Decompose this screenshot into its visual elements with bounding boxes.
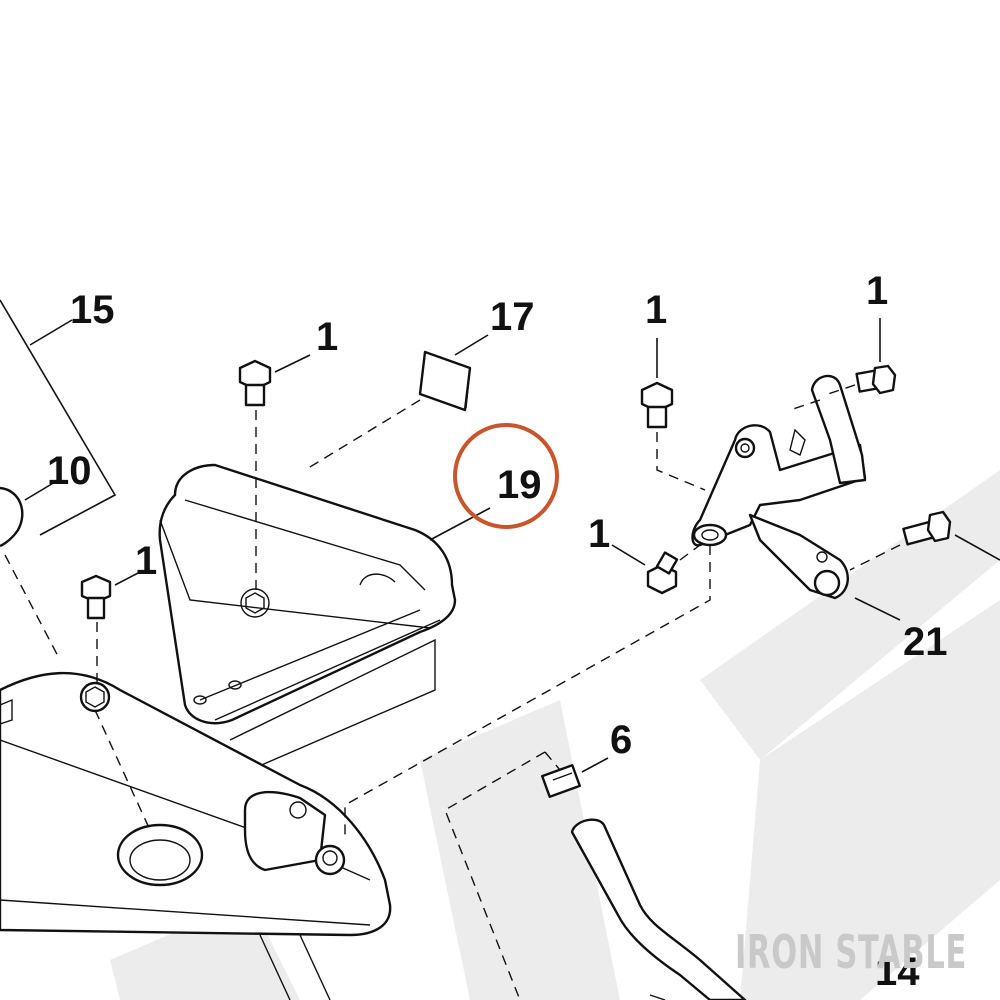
callout-10: 10 (47, 449, 92, 493)
callout-21: 21 (903, 620, 948, 664)
callout-1-right-upper: 1 (645, 288, 667, 332)
callout-1-right-lower: 1 (588, 512, 610, 556)
part-14-hose (570, 818, 747, 1000)
part-17-pad (304, 334, 489, 471)
part-6-clamp (541, 757, 609, 799)
bolt-right-upper (640, 338, 706, 491)
callout-1-left: 1 (135, 539, 157, 583)
part-21-bracket (691, 374, 901, 621)
part-19-housing (158, 463, 491, 771)
bolt-right-lower (611, 544, 701, 595)
bolt-center (238, 354, 311, 590)
bolt-far-right (849, 510, 1000, 571)
brand-watermark: IRON STABLE (735, 925, 967, 979)
callout-1-center: 1 (316, 315, 338, 359)
highlight-circle (453, 423, 559, 529)
callout-1-right-top: 1 (866, 269, 888, 313)
bolt-left (80, 571, 151, 831)
bolt-right-top (789, 318, 897, 411)
part-15-outline (0, 299, 117, 536)
callout-19: 19 (497, 463, 542, 507)
callout-14: 14 (875, 950, 920, 994)
callout-15: 15 (70, 288, 115, 332)
callout-17: 17 (490, 295, 535, 339)
lower-base (0, 671, 392, 1000)
callout-6: 6 (610, 718, 632, 762)
assembly-leaders (344, 545, 711, 1000)
part-10-ring (0, 481, 61, 661)
